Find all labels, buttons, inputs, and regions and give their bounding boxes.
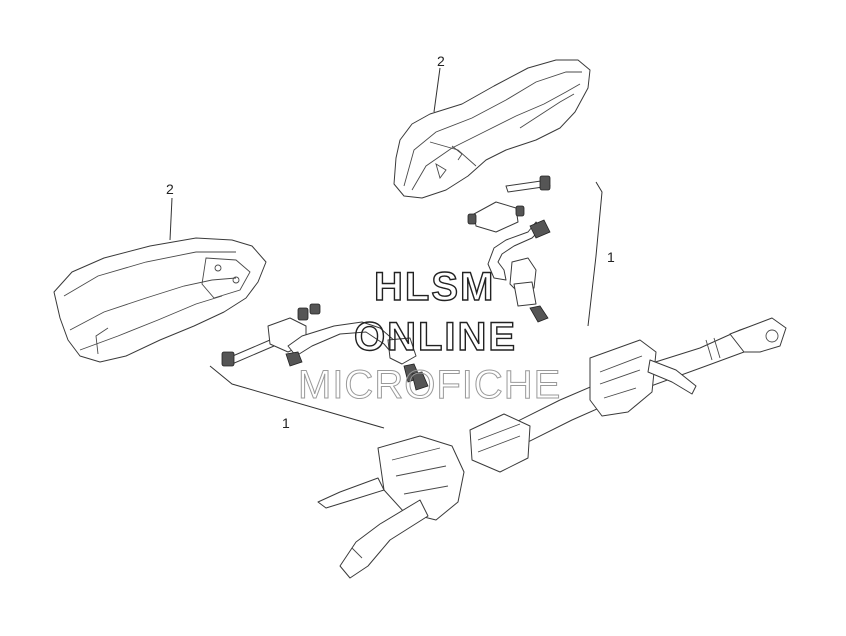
- watermark-line-2: ONLINE: [354, 315, 517, 359]
- callout-bracket-right: 1: [607, 249, 615, 265]
- hand-guard-upper: [393, 59, 591, 199]
- hand-guard-lower: [53, 237, 267, 363]
- bracket-right-brace: [587, 181, 603, 327]
- callout-upper-guard: 2: [437, 53, 445, 69]
- callout-lower-guard: 2: [166, 181, 174, 197]
- bracket-assembly-lower: [221, 303, 429, 391]
- bracket-assembly-upper: [467, 175, 551, 323]
- handlebar: [317, 317, 787, 579]
- watermark-line-1: HLSM: [374, 265, 495, 309]
- leader-lower-guard: [169, 197, 173, 241]
- leader-upper-guard: [433, 67, 441, 113]
- bracket-left-brace: [209, 365, 385, 429]
- watermark-line-3: MICROFICHE: [298, 363, 561, 407]
- callout-bracket-left: 1: [282, 415, 290, 431]
